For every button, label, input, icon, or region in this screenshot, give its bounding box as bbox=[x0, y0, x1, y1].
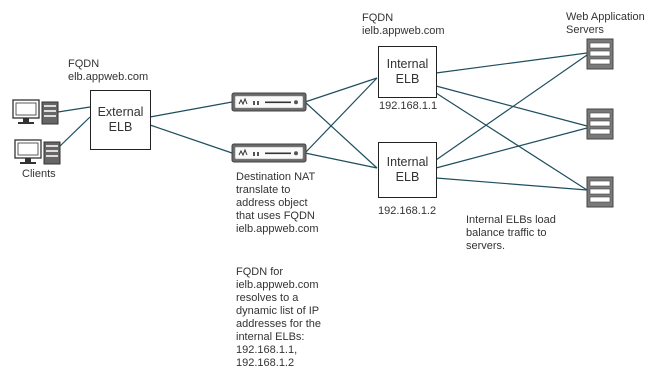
link-firewall2-internal-elb1 bbox=[304, 77, 378, 154]
internal-elb-fqdn-label: FQDN ielb.appweb.com bbox=[362, 12, 445, 37]
link-ielb1-server2 bbox=[435, 85, 588, 127]
link-ielb2-server2 bbox=[435, 127, 588, 169]
desktop-computer-icon bbox=[14, 139, 61, 165]
link-ielb2-server3 bbox=[435, 177, 588, 191]
server-rack-icon bbox=[586, 108, 614, 140]
firewall-appliance-icon bbox=[231, 143, 307, 163]
link-client1-external-elb bbox=[57, 106, 91, 113]
external-elb-box: External ELB bbox=[90, 90, 151, 150]
link-ielb1-server1 bbox=[435, 52, 588, 74]
fqdn-resolution-note: FQDN for ielb.appweb.com resolves to a d… bbox=[236, 266, 321, 369]
server-rack-icon bbox=[586, 38, 614, 70]
internal-elb-1-box: Internal ELB bbox=[378, 46, 437, 98]
link-external-elb-firewall1 bbox=[149, 101, 233, 118]
firewall-appliance-icon bbox=[231, 92, 307, 112]
link-external-elb-firewall2 bbox=[149, 124, 233, 154]
link-firewall1-internal-elb1 bbox=[304, 77, 378, 103]
web-servers-label: Web Application Servers bbox=[566, 11, 645, 36]
desktop-computer-icon bbox=[12, 99, 59, 125]
link-client2-external-elb bbox=[57, 116, 91, 149]
server-rack-icon bbox=[586, 176, 614, 208]
link-ielb2-server1 bbox=[435, 54, 588, 161]
internal-elb-note: Internal ELBs load balance traffic to se… bbox=[466, 214, 556, 252]
link-firewall2-internal-elb2 bbox=[304, 152, 378, 169]
external-elb-fqdn-label: FQDN elb.appweb.com bbox=[68, 58, 149, 83]
internal-elb-1-ip: 192.168.1.1 bbox=[379, 100, 438, 112]
internal-elb-2-ip: 192.168.1.2 bbox=[378, 205, 437, 217]
link-firewall1-internal-elb2 bbox=[304, 101, 378, 169]
clients-label: Clients bbox=[22, 168, 56, 180]
link-ielb1-server3 bbox=[435, 92, 588, 191]
internal-elb-2-box: Internal ELB bbox=[378, 142, 437, 198]
nat-note: Destination NAT translate to address obj… bbox=[236, 171, 319, 235]
